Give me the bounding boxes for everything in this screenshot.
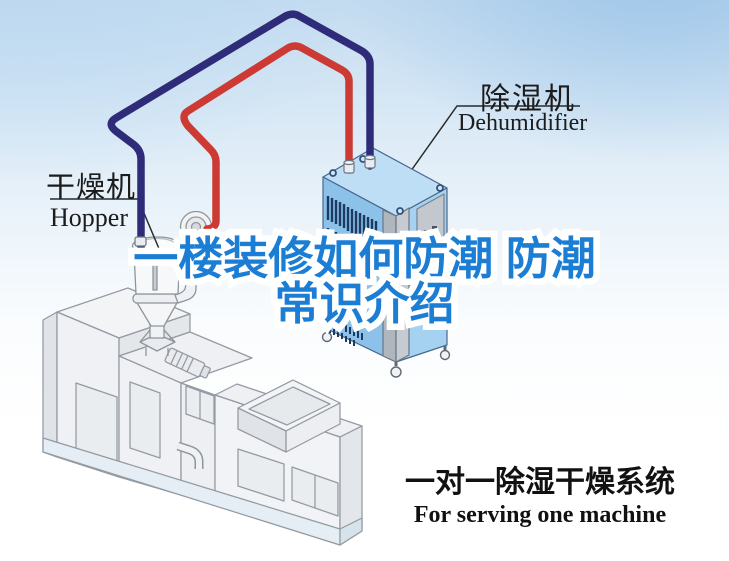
dehumidifier-label-cn: 除湿机 — [480, 83, 576, 116]
caption-line-cn: 一对一除湿干燥系统 — [405, 466, 675, 499]
caption-line-en: For serving one machine — [413, 502, 667, 528]
hopper-inlet-fitting — [134, 236, 147, 247]
headline-line1: 一楼装修如何防潮 防潮 — [133, 233, 596, 284]
headline-line2: 常识介绍 — [274, 278, 455, 329]
tubes — [107, 10, 376, 254]
dehumidifier-leader-line — [407, 105, 580, 176]
vent-grille — [326, 196, 378, 346]
supply-tube-blue — [107, 10, 374, 254]
hopper — [131, 210, 213, 356]
dehumidifier — [321, 147, 451, 378]
blower-unit — [179, 210, 213, 244]
hopper-label-en: Hopper — [50, 203, 128, 232]
casters — [321, 328, 451, 378]
dehumidifier-label-en: Dehumidifier — [458, 110, 588, 136]
headline: 一楼装修如何防潮 防潮一楼装修如何防潮 防潮 常识介绍常识介绍 — [127, 230, 603, 333]
control-panel — [416, 193, 445, 297]
return-tube-red — [180, 42, 353, 233]
blower-downpipe — [174, 239, 197, 304]
extruder-machine — [42, 287, 363, 546]
hopper-label-cn: 干燥机 — [46, 172, 137, 204]
caption: 一对一除湿干燥系统 For serving one machine — [385, 457, 695, 529]
